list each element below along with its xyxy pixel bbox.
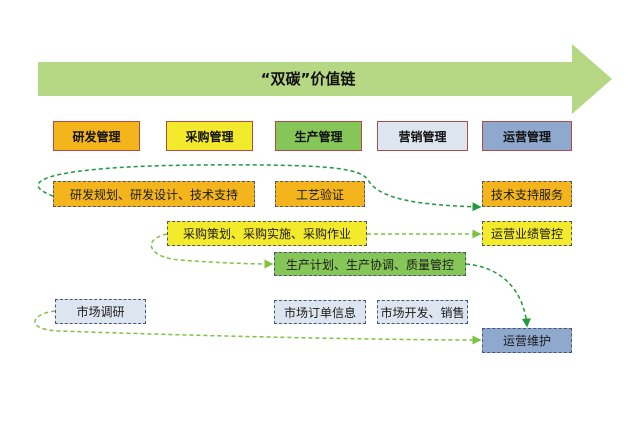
item-market-orders: 市场订单信息 (274, 300, 366, 324)
item-ops-maintenance: 运营维护 (482, 328, 572, 353)
item-ops-performance: 运营业绩管控 (482, 221, 572, 246)
header-marketing-management: 营销管理 (377, 121, 468, 151)
connector-production-to-ops-maintenance (465, 263, 531, 328)
header-production-management: 生产管理 (275, 121, 362, 151)
item-rd-planning: 研发规划、研发设计、技术支持 (53, 181, 255, 207)
value-chain-title: “双碳”价值链 (260, 70, 356, 88)
item-market-research: 市场调研 (55, 299, 146, 324)
item-tech-support-service: 技术支持服务 (482, 181, 572, 207)
header-operations-management: 运营管理 (482, 121, 572, 151)
item-procurement: 采购策划、采购实施、采购作业 (167, 221, 367, 246)
item-process-validation: 工艺验证 (275, 181, 365, 207)
connector-procurement-to-production (150, 233, 274, 269)
header-rd-management: 研发管理 (53, 121, 140, 151)
header-procurement-management: 采购管理 (166, 121, 253, 151)
connector-rd-to-tech-service (37, 164, 482, 212)
item-production: 生产计划、生产协调、质量管控 (274, 252, 466, 276)
item-market-sales: 市场开发、销售 (377, 300, 468, 324)
connector-market-research-to-ops-maintenance (34, 310, 482, 345)
